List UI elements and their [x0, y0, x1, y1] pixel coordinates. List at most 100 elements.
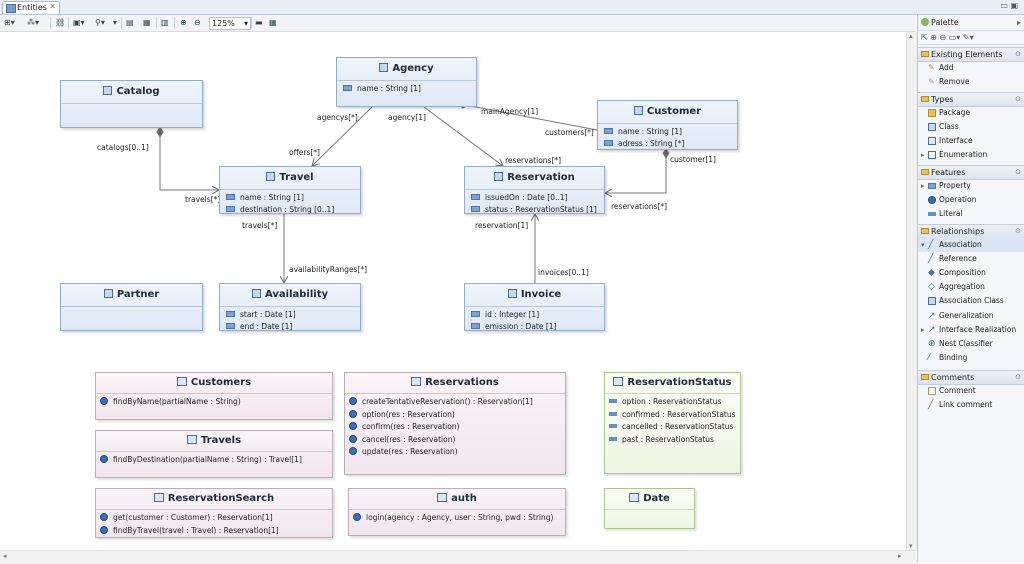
operation[interactable]: findByTravel(travel : Travel) : Reservat… — [96, 525, 332, 538]
operation[interactable]: get(customer : Customer) : Reservation[1… — [96, 512, 332, 525]
scroll-right-icon[interactable]: ▸ — [898, 552, 902, 560]
class-availability[interactable]: Availability start : Date [1] end : Date… — [219, 283, 361, 331]
operation[interactable]: findByName(partialName : String) — [96, 396, 332, 409]
scroll-down-icon[interactable]: ▾ — [909, 542, 913, 550]
class-catalog[interactable]: Catalog — [60, 80, 203, 128]
pin-icon[interactable]: ⊙ — [1015, 95, 1021, 103]
enum-date[interactable]: Date — [604, 488, 695, 529]
enum-reservationstatus[interactable]: ReservationStatus option : ReservationSt… — [604, 372, 741, 474]
vertical-scrollbar[interactable]: ▴ ▾ — [906, 32, 917, 550]
maximize-icon[interactable]: ▣ — [1010, 1, 1018, 10]
pin-icon[interactable]: ⊙ — [1015, 373, 1021, 381]
palette-item-add[interactable]: ✎Add — [918, 61, 1024, 75]
edge-agency-reservation[interactable] — [423, 106, 503, 166]
filter-icon[interactable]: ⚲▾ — [95, 18, 105, 27]
attribute[interactable]: name : String [1] — [220, 192, 360, 204]
operation[interactable]: cancel(res : Reservation) — [345, 434, 565, 447]
palette-item-link-comment[interactable]: ╱Link comment — [918, 398, 1024, 412]
palette-item-aggregation[interactable]: ◇Aggregation — [918, 280, 1024, 294]
operation[interactable]: option(res : Reservation) — [345, 409, 565, 422]
palette-item-literal[interactable]: Literal — [918, 207, 1024, 221]
palette-item-comment[interactable]: Comment — [918, 384, 1024, 398]
pin-icon[interactable]: ⊙ — [1015, 50, 1021, 58]
palette-item-association[interactable]: ▾╱Association — [918, 238, 1024, 252]
collapse-icon[interactable]: ▸ — [1016, 18, 1021, 27]
palette-item-operation[interactable]: Operation — [918, 193, 1024, 207]
palette-item-property[interactable]: ▸Property — [918, 179, 1024, 193]
layout-icon[interactable]: ⊞▾ — [4, 18, 15, 27]
zoom-out-icon[interactable]: ⊖ — [194, 18, 201, 27]
palette-item-remove[interactable]: ✎Remove — [918, 75, 1024, 89]
class-travel[interactable]: Travel name : String [1] destination : S… — [219, 166, 361, 214]
palette-item-composition[interactable]: ◆Composition — [918, 266, 1024, 280]
palette-item-generalization[interactable]: ↗Generalization — [918, 309, 1024, 323]
format-icon[interactable]: ▣▾ — [73, 18, 85, 27]
close-icon[interactable]: ✕ — [49, 2, 56, 11]
operation[interactable]: findByDestination(partialName : String) … — [96, 454, 332, 467]
drawer-comments[interactable]: Comments ⊙ — [918, 370, 1024, 385]
scroll-left-icon[interactable]: ◂ — [3, 552, 7, 560]
palette-header[interactable]: Palette ▸ — [918, 15, 1024, 31]
expand-icon[interactable]: ▸ — [921, 326, 925, 334]
attribute[interactable]: status : ReservationStatus [1] — [465, 204, 604, 216]
attribute[interactable]: issuedOn : Date [0..1] — [465, 192, 604, 204]
pin-icon[interactable]: ⊙ — [1015, 168, 1021, 176]
palette-item-package[interactable]: Package — [918, 106, 1024, 120]
zoom-in-icon[interactable]: ⊕ — [930, 33, 937, 42]
interface-reservations[interactable]: Reservations createTentativeReservation(… — [344, 372, 566, 475]
palette-item-interface[interactable]: Interface — [918, 134, 1024, 148]
arrange-icon[interactable]: ⁂▾ — [27, 18, 40, 27]
literal[interactable]: option : ReservationStatus — [605, 396, 740, 409]
dropdown-icon[interactable]: ▾ — [113, 18, 118, 27]
interface-reservationsearch[interactable]: ReservationSearch get(customer : Custome… — [95, 488, 333, 538]
pin-icon[interactable]: ⊙ — [1015, 227, 1021, 235]
literal[interactable]: confirmed : ReservationStatus — [605, 409, 740, 422]
expand-icon[interactable]: ▾ — [921, 241, 925, 249]
attribute[interactable]: name : String [1] — [337, 83, 476, 95]
scroll-up-icon[interactable]: ▴ — [909, 32, 913, 40]
class-customer[interactable]: Customer name : String [1] adress : Stri… — [597, 100, 738, 150]
class-invoice[interactable]: Invoice id : Integer [1] emission : Date… — [464, 283, 605, 331]
palette-item-reference[interactable]: ╱Reference — [918, 252, 1024, 266]
expand-icon[interactable]: ▸ — [921, 182, 925, 190]
literal[interactable]: cancelled : ReservationStatus — [605, 421, 740, 434]
operation[interactable]: login(agency : Agency, user : String, pw… — [349, 512, 565, 525]
palette-item-interface-realization[interactable]: ▸↗Interface Realization — [918, 323, 1024, 337]
attribute[interactable]: id : Integer [1] — [465, 309, 604, 321]
palette-item-class[interactable]: Class — [918, 120, 1024, 134]
expand-icon[interactable]: ▸ — [921, 151, 925, 159]
grid-icon[interactable]: ▦ — [269, 18, 277, 27]
drawer-features[interactable]: Features ⊙ — [918, 165, 1024, 180]
palette-item-binding[interactable]: ⁄Binding — [918, 351, 1024, 365]
save-image-icon[interactable]: ▦ — [143, 18, 151, 27]
edge-customer-reservation[interactable] — [605, 150, 667, 193]
edge-customer-agency[interactable] — [459, 103, 598, 131]
edge-agency-travel[interactable] — [312, 106, 373, 166]
class-partner[interactable]: Partner — [60, 283, 203, 331]
class-agency[interactable]: Agency name : String [1] — [336, 57, 477, 107]
drawer-relationships[interactable]: Relationships ⊙ — [918, 224, 1024, 239]
operation[interactable]: update(res : Reservation) — [345, 446, 565, 459]
drawer-types[interactable]: Types ⊙ — [918, 92, 1024, 107]
edge-catalog-travel[interactable] — [159, 128, 219, 190]
zoom-out-icon[interactable]: ⊖ — [939, 33, 947, 42]
attribute[interactable]: adress : String [*] — [598, 138, 737, 150]
literal[interactable]: past : ReservationStatus — [605, 434, 740, 447]
palette-item-association-class[interactable]: Association Class — [918, 294, 1024, 308]
palette-item-nest-classifier[interactable]: ⊕Nest Classifier — [918, 337, 1024, 351]
operation[interactable]: confirm(res : Reservation) — [345, 421, 565, 434]
link-icon[interactable]: ⛓ — [55, 18, 66, 27]
horizontal-scrollbar[interactable]: ◂ ▸ — [0, 550, 916, 564]
note-icon[interactable]: ▭▾ — [948, 33, 961, 42]
zoom-select[interactable]: 125%▾ — [209, 17, 251, 30]
attribute[interactable]: emission : Date [1] — [465, 321, 604, 333]
tab-entities[interactable]: Entities ✕ — [2, 1, 60, 14]
attribute[interactable]: start : Date [1] — [220, 309, 360, 321]
zoom-in-icon[interactable]: ⊕ — [180, 18, 187, 27]
attribute[interactable]: name : String [1] — [598, 126, 737, 138]
interface-auth[interactable]: auth login(agency : Agency, user : Strin… — [348, 488, 566, 536]
pin-icon[interactable]: ✎▾ — [962, 33, 974, 42]
select-icon[interactable]: ⇱ — [921, 33, 928, 42]
drawer-existing-elements[interactable]: Existing Elements ⊙ — [918, 47, 1024, 62]
outline-icon[interactable]: ▬ — [255, 18, 263, 27]
